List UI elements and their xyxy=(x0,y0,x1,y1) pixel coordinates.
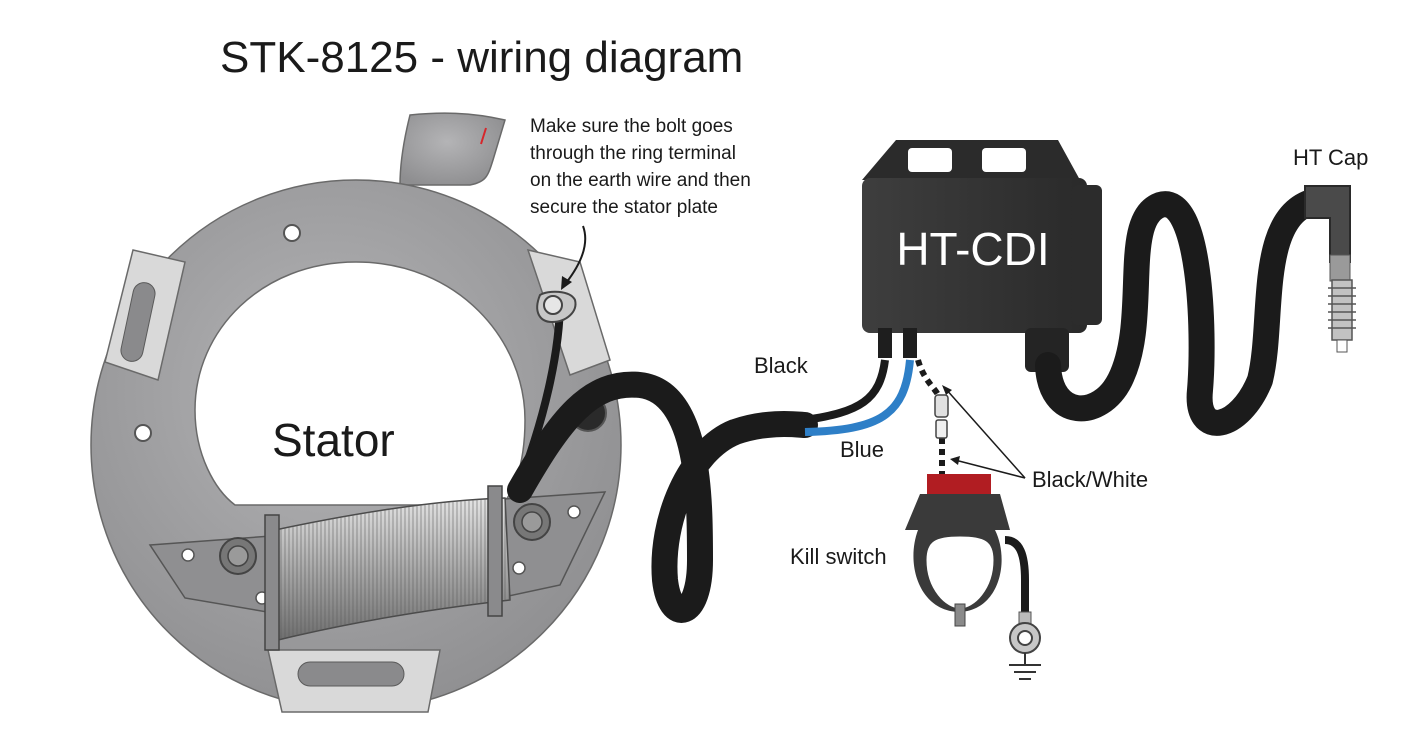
note-line: through the ring terminal xyxy=(530,143,736,164)
kill-switch-label: Kill switch xyxy=(790,544,887,569)
stator-coil xyxy=(148,485,607,651)
blue-wire-label: Blue xyxy=(840,437,884,462)
black-white-pointer xyxy=(942,385,1026,479)
assembly-note: Make sure the bolt goes through the ring… xyxy=(530,116,751,218)
cdi-label: HT-CDI xyxy=(896,223,1049,275)
stator-lead-cable xyxy=(507,371,818,623)
black-wire xyxy=(804,359,889,424)
note-pointer-arrow xyxy=(561,225,587,290)
kill-switch xyxy=(905,474,1010,627)
kill-switch-earth-wire xyxy=(1004,536,1029,618)
note-line: secure the stator plate xyxy=(530,197,718,218)
black-wire-label: Black xyxy=(754,353,809,378)
ht-cap-label: HT Cap xyxy=(1293,145,1368,170)
ht-cdi-unit: HT-CDI xyxy=(862,140,1102,372)
note-line: Make sure the bolt goes xyxy=(530,116,733,137)
bullet-connector xyxy=(934,394,949,439)
note-line: on the earth wire and then xyxy=(530,170,751,191)
ht-cap xyxy=(1304,185,1356,353)
red-mark xyxy=(480,127,487,145)
blue-wire xyxy=(804,359,914,436)
page-title: STK-8125 - wiring diagram xyxy=(220,33,743,82)
black-white-wire-label: Black/White xyxy=(1032,467,1148,492)
ht-lead xyxy=(1035,187,1333,436)
stator-label: Stator xyxy=(272,414,395,466)
ground-icon xyxy=(1009,611,1041,680)
